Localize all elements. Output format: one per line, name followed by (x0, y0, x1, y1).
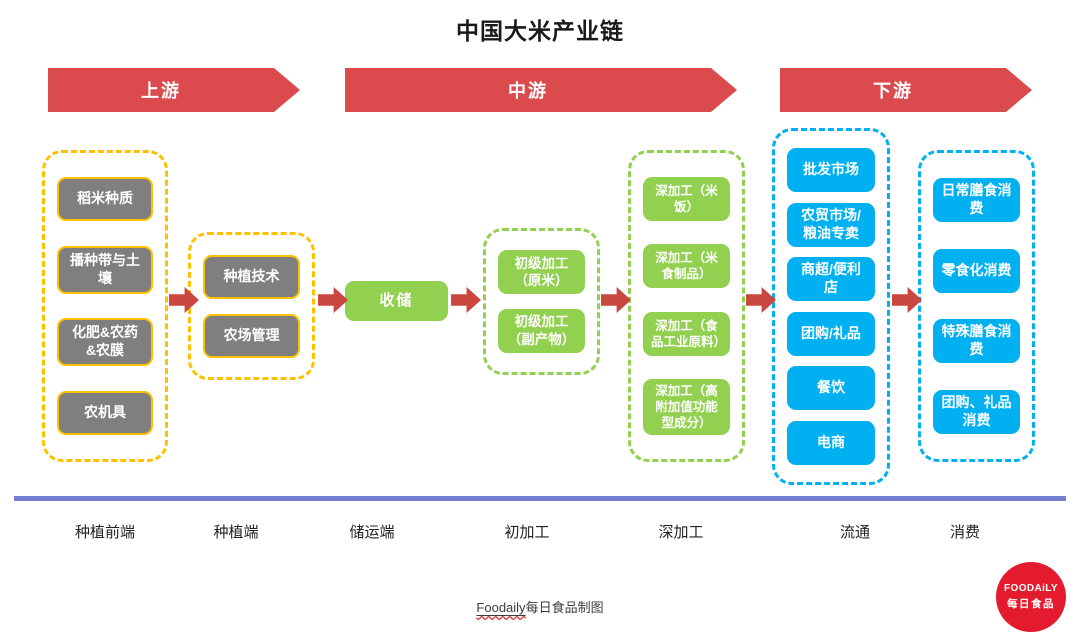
node-distribution-4: 餐饮 (787, 366, 875, 411)
node-distribution-2: 商超/便利店 (787, 257, 875, 302)
banner-upstream: 上游 (48, 68, 300, 112)
group-distribution: 批发市场农贸市场/粮油专卖商超/便利店团购/礼品餐饮电商 (772, 128, 890, 485)
banner-midstream: 中游 (345, 68, 737, 112)
diagram-title: 中国大米产业链 (456, 18, 624, 44)
group-storage: 收储 (345, 281, 448, 321)
flow-arrow-icon (318, 287, 348, 313)
node-planting-front-1: 播种带与土壤 (57, 245, 153, 294)
node-consumption-1: 零食化消费 (933, 248, 1020, 293)
node-primary-processing-1: 初级加工（副产物） (498, 308, 585, 353)
node-primary-processing-0: 初级加工（原米） (498, 250, 585, 295)
node-deep-processing-3: 深加工（高附加值功能型成分） (643, 379, 730, 436)
foodaily-logo: FOODAiLY 每日食品 (996, 562, 1066, 632)
node-distribution-3: 团购/礼品 (787, 311, 875, 356)
logo-wordmark: FOODAiLY (1004, 583, 1058, 594)
node-planting-front-3: 农机具 (57, 390, 153, 435)
node-planting-0: 种植技术 (203, 254, 300, 299)
group-planting: 种植技术农场管理 (188, 232, 315, 380)
node-deep-processing-1: 深加工（米食制品） (643, 244, 730, 289)
node-planting-1: 农场管理 (203, 313, 300, 358)
stage-label-consumption: 消费 (949, 524, 981, 541)
node-deep-processing-0: 深加工（米饭） (643, 176, 730, 221)
node-planting-front-0: 稻米种质 (57, 177, 153, 222)
node-planting-front-2: 化肥&农药&农膜 (57, 318, 153, 367)
credit-line: Foodaily每日食品制图 (0, 597, 1080, 616)
stage-label-primary-processing: 初加工 (504, 524, 550, 541)
node-storage-0: 收储 (345, 281, 448, 321)
node-deep-processing-2: 深加工（食品工业原料） (643, 311, 730, 356)
stage-label-deep-processing: 深加工 (658, 524, 704, 541)
group-primary-processing: 初级加工（原米） 初级加工（副产物） (483, 228, 600, 375)
banner-downstream: 下游 (780, 68, 1032, 112)
credit-text: 每日食品制图 (525, 600, 604, 615)
stage-label-planting-front: 种植前端 (74, 524, 136, 541)
stage-label-planting: 种植端 (213, 524, 259, 541)
stage-label-distribution: 流通 (839, 524, 871, 541)
node-distribution-5: 电商 (787, 420, 875, 465)
foodaily-credit-link[interactable]: Foodaily (476, 600, 526, 615)
node-consumption-3: 团购、礼品消费 (933, 389, 1020, 434)
group-deep-processing: 深加工（米饭） 深加工（米食制品） 深加工（食品工业原料） 深加工（高附加值功能型成分… (628, 150, 745, 462)
group-consumption: 日常膳食消费零食化消费特殊膳食消费团购、礼品消费 (918, 150, 1035, 462)
stage-label-storage: 储运端 (349, 524, 395, 541)
logo-chinese-name: 每日食品 (1007, 598, 1055, 610)
flow-arrow-icon (601, 287, 631, 313)
node-consumption-0: 日常膳食消费 (933, 178, 1020, 223)
node-distribution-0: 批发市场 (787, 148, 875, 193)
flow-arrow-icon (451, 287, 481, 313)
group-planting-front: 稻米种质播种带与土壤化肥&农药&农膜农机具 (42, 150, 168, 462)
node-distribution-1: 农贸市场/粮油专卖 (787, 202, 875, 247)
stage-axis-line (14, 496, 1066, 501)
node-consumption-2: 特殊膳食消费 (933, 319, 1020, 364)
